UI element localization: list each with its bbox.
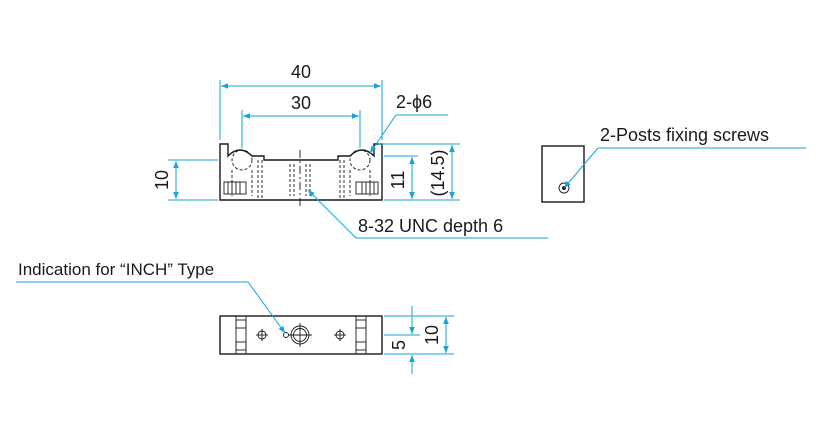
dim-10-right-label: 10 xyxy=(422,325,442,345)
right-bore-hidden-lines xyxy=(339,160,379,200)
side-view: 2-Posts fixing screws xyxy=(541,125,806,203)
center-thread-hidden-lines xyxy=(288,150,312,206)
left-bore-hidden-lines xyxy=(223,160,263,200)
post-hole-right-icon xyxy=(349,149,371,171)
dim-40: 40 xyxy=(219,62,383,140)
thread-callout-label: 8-32 UNC depth 6 xyxy=(358,216,503,236)
post-hole-left-icon xyxy=(231,149,253,171)
front-view: 40 30 2-ϕ6 10 11 xyxy=(152,62,548,239)
dim-11: 11 xyxy=(384,155,460,201)
side-body-outline xyxy=(541,145,585,203)
dim-10-left-label: 10 xyxy=(152,170,172,190)
dim-40-label: 40 xyxy=(291,62,311,82)
dim-14-5-label: (14.5) xyxy=(428,149,448,196)
thread-callout: 8-32 UNC depth 6 xyxy=(307,189,548,239)
dim-30: 30 xyxy=(241,93,361,148)
hole-callout-label: 2-ϕ6 xyxy=(396,92,432,112)
top-holes xyxy=(256,323,346,347)
front-body-outline xyxy=(219,143,383,201)
hole-callout: 2-ϕ6 xyxy=(369,92,448,154)
dim-5-label: 5 xyxy=(389,340,409,350)
dim-14-5: (14.5) xyxy=(378,143,460,199)
dim-30-label: 30 xyxy=(291,93,311,113)
dim-5: 5 xyxy=(384,306,454,374)
inch-callout: Indication for “INCH” Type xyxy=(16,260,286,334)
top-view: 5 10 Indication for “INCH” Type xyxy=(16,260,454,374)
inch-callout-label: Indication for “INCH” Type xyxy=(18,260,214,279)
inch-mark-icon xyxy=(283,332,289,338)
dim-11-label: 11 xyxy=(388,171,408,190)
side-callout-label: 2-Posts fixing screws xyxy=(600,125,769,145)
top-body-outline xyxy=(219,315,383,355)
dim-10-right: 10 xyxy=(384,315,454,353)
dim-10-left: 10 xyxy=(152,159,218,201)
